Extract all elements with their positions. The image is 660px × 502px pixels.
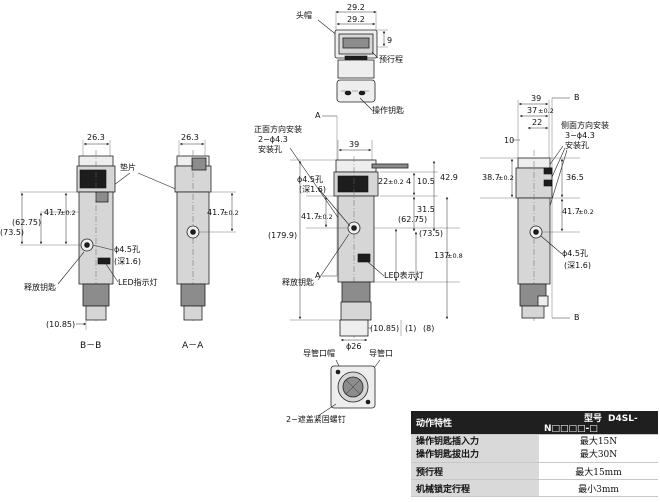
bb-tol-41-7: ±0.2 (60, 209, 76, 217)
spec-row-force-labels: 操作钥匙插入力 操作钥匙拔出力 (411, 434, 539, 463)
side-hole-label: ϕ4.5孔 (562, 249, 588, 258)
spec-model-value: D4SL-N□□□□-□ (544, 414, 638, 434)
spec-row-lock-stroke: 机械锁定行程 最小3mm (411, 479, 658, 497)
spec-extraction-force-label: 操作钥匙拔出力 (416, 449, 480, 460)
front-dim-4: 4 (406, 177, 411, 186)
front-tol-41-7: ±0.2 (317, 213, 333, 221)
side-width-22: 22 (532, 118, 542, 127)
side-mount-holes: 3−ϕ4.3 (565, 131, 595, 140)
front-dim-137: 137 (434, 251, 449, 260)
spec-lock-stroke-label: 机械锁定行程 (411, 479, 539, 497)
front-tol-137: ±0.8 (447, 252, 463, 260)
conduit-port-label: 导管口 (369, 348, 393, 358)
side-width-37: 37 (527, 106, 537, 115)
section-a-top: A (315, 111, 321, 120)
top-dim-29-2-b: 29.2 (347, 15, 365, 24)
aa-tol-41-7: ±0.2 (223, 209, 239, 217)
spec-model-label: 型号 (583, 414, 602, 424)
front-tol-22: ±0.2 (388, 178, 404, 186)
side-width-39: 39 (531, 94, 541, 103)
side-dim-36-5: 36.5 (566, 173, 584, 182)
front-view: A A 正面方向安装 2−ϕ4.3 安装孔 39 ϕ4.5孔 (深1.6) 22… (254, 111, 463, 424)
head-cap-label: 头帽 (296, 10, 312, 20)
side-mount-hole-label: 安装孔 (565, 140, 589, 150)
front-mount-holes: 2−ϕ4.3 (258, 135, 288, 144)
aa-caption: A－A (182, 341, 204, 351)
side-tol-37: ±0.2 (538, 107, 554, 115)
front-dim-31-5: 31.5 (417, 205, 435, 214)
spec-row-pretravel: 预行程 最大15mm (411, 462, 658, 480)
spec-lock-stroke-value: 最小3mm (539, 479, 658, 497)
bb-dim-73-5: (73.5) (0, 228, 24, 237)
front-release-key-label: 释放钥匙 (282, 277, 314, 287)
bb-width-label: 26.3 (87, 133, 105, 142)
front-dim-22: 22 (378, 177, 388, 186)
side-dim-38-7: 38.7 (482, 173, 500, 182)
front-mount-hole-label: 安装孔 (258, 144, 282, 154)
section-b-bottom: B (574, 313, 580, 322)
spec-insertion-force-label: 操作钥匙插入力 (416, 436, 480, 447)
front-dim-62-75: (62.75) (398, 215, 427, 224)
side-mount-label: 侧面方向安装 (561, 120, 609, 130)
bb-caption: B－B (80, 341, 101, 351)
bb-dim-62-75: (62.75) (12, 218, 41, 227)
bb-dim-41-7: 41.7 (44, 208, 62, 217)
side-hole-depth: (深1.6) (564, 261, 591, 270)
conduit-cap-label: 导管口帽 (303, 348, 335, 358)
bb-hole-depth: (深1.6) (114, 257, 141, 266)
front-hole-label: ϕ4.5孔 (297, 175, 323, 184)
spec-row-force-values: 最大15N 最大30N (539, 434, 658, 463)
key-label: 操作钥匙 (372, 105, 404, 115)
top-view: 29.2 29.2 头帽 9 预行程 操作钥匙 (296, 3, 404, 115)
cover-screws-label: 2−遮盖紧固螺钉 (286, 414, 346, 424)
side-dim-41-7: 41.7 (562, 207, 580, 216)
spec-pretravel-label: 预行程 (411, 462, 539, 480)
aa-dim-41-7: 41.7 (207, 208, 225, 217)
side-view: B B 39 37 ±0.2 22 10 侧面方向安装 3−ϕ4.3 安装孔 (480, 93, 609, 322)
top-dim-9: 9 (387, 36, 392, 45)
front-dim-73-5: (73.5) (419, 229, 443, 238)
side-tol-38-7: ±0.2 (498, 174, 514, 182)
bb-release-key-label: 释放钥匙 (24, 282, 56, 292)
bb-hole-label: ϕ4.5孔 (114, 245, 140, 254)
spec-insertion-force-value: 最大15N (579, 436, 618, 447)
front-width-39: 39 (349, 140, 359, 149)
side-dim-10: 10 (504, 136, 514, 145)
front-led-label: LED表示灯 (384, 270, 424, 280)
front-phi-26: ϕ26 (346, 342, 361, 351)
front-dim-8: (8) (423, 324, 434, 333)
pre-stroke-label: 预行程 (379, 54, 403, 64)
spec-extraction-force-value: 最大30N (579, 449, 618, 460)
front-dim-10-5: 10.5 (417, 177, 435, 186)
front-dim-179-9: (179.9) (268, 231, 297, 240)
front-mount-label: 正面方向安装 (254, 124, 302, 134)
front-dim-10-85: (10.85) (370, 324, 399, 333)
bb-led-label: LED指示灯 (118, 277, 158, 287)
bb-dim-10-85: (10.85) (46, 320, 75, 329)
spec-pretravel-value: 最大15mm (539, 462, 658, 480)
spacer-label: 垫片 (120, 162, 136, 172)
view-aa: 26.3 41.7 ±0.2 A－A (174, 133, 239, 351)
top-dim-29-2-a: 29.2 (347, 3, 365, 12)
section-a-bottom: A (315, 271, 321, 280)
front-hole-depth: (深1.6) (299, 185, 326, 194)
spec-header-label: 动作特性 (411, 411, 539, 435)
spec-row-force: 操作钥匙插入力 操作钥匙拔出力 最大15N 最大30N (411, 434, 658, 463)
side-tol-41-7: ±0.2 (578, 208, 594, 216)
aa-width-label: 26.3 (181, 133, 199, 142)
view-bb: 26.3 垫片 41.7 ±0.2 (62.75) (73.5) ϕ4.5孔 (… (0, 133, 179, 351)
front-dim-1: (1) (405, 324, 416, 333)
front-dim-42-9: 42.9 (440, 173, 458, 182)
section-b-top: B (574, 93, 580, 102)
front-dim-41-7: 41.7 (301, 212, 319, 221)
